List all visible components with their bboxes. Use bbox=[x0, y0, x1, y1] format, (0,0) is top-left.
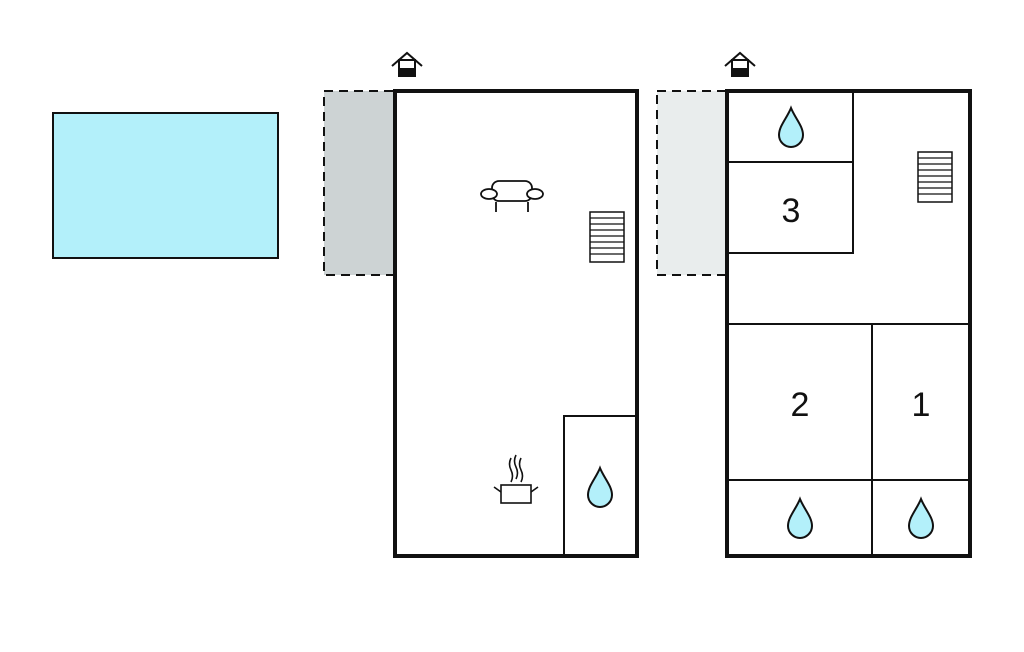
stairs-icon bbox=[917, 151, 953, 203]
room-label-2: 2 bbox=[791, 386, 810, 424]
entrance-icon bbox=[391, 52, 423, 77]
terrace bbox=[323, 90, 396, 276]
balcony bbox=[656, 90, 728, 276]
stairs-icon bbox=[589, 211, 625, 263]
room-label-3: 3 bbox=[782, 192, 801, 230]
cooking-pot-icon bbox=[493, 454, 539, 504]
room-label-1: 1 bbox=[912, 386, 931, 424]
bedroom-3 bbox=[726, 161, 854, 254]
entrance-icon bbox=[724, 52, 756, 77]
pool bbox=[52, 112, 279, 259]
ground-floor-bathroom bbox=[563, 415, 638, 557]
sofa-icon bbox=[480, 180, 544, 212]
